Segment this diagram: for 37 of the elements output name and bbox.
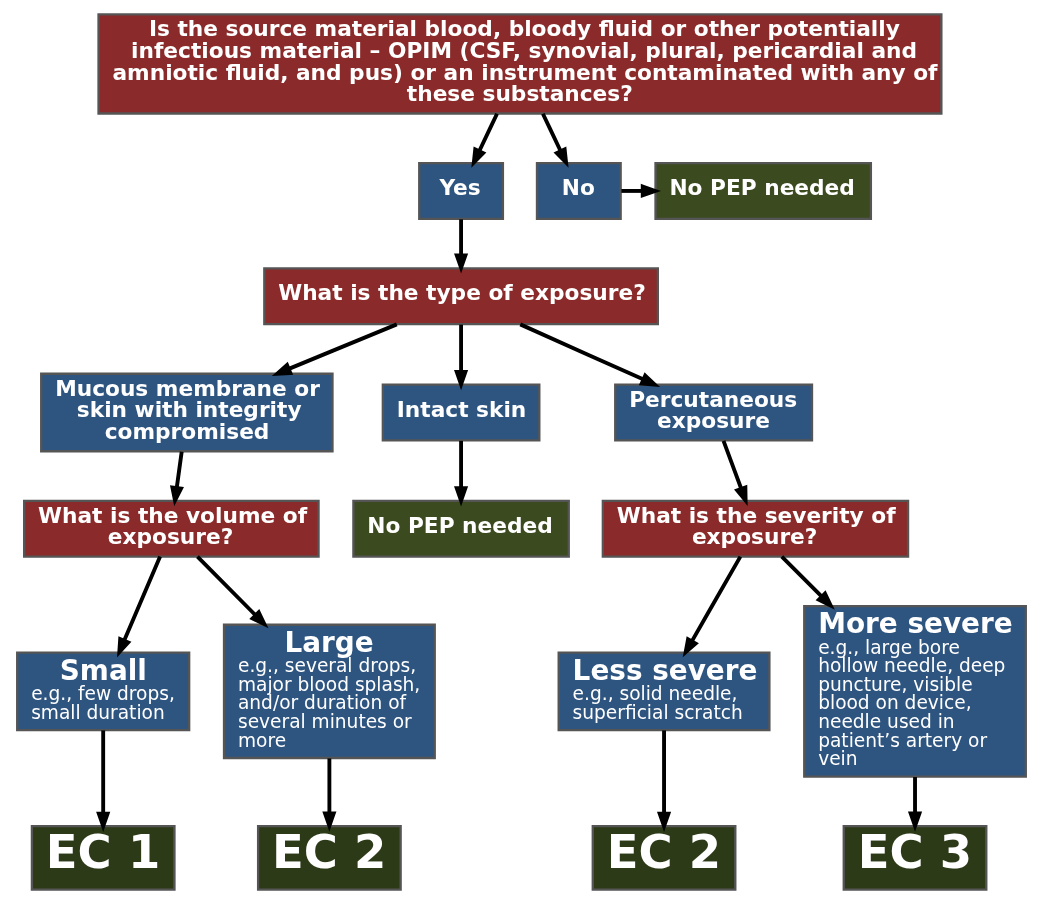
node-box: Large e.g., several drops, major blood splash, and/or duration of several minutes or more bbox=[222, 623, 436, 760]
node-box: Intact skin bbox=[381, 383, 540, 442]
arrow bbox=[620, 183, 661, 198]
node-box: EC 2 bbox=[591, 825, 736, 891]
node-box: No bbox=[535, 161, 622, 220]
arrow bbox=[195, 555, 268, 629]
node-box: No PEP needed bbox=[653, 161, 872, 220]
node-box: Mucous membrane or skin with integrity compromised bbox=[39, 372, 334, 453]
node-box: EC 1 bbox=[30, 825, 176, 891]
arrow bbox=[453, 219, 468, 274]
arrow bbox=[271, 322, 397, 376]
arrow bbox=[321, 758, 336, 832]
node-box: Yes bbox=[417, 161, 504, 220]
node-box: What is the severity of exposure? bbox=[601, 499, 909, 558]
arrow bbox=[540, 112, 569, 168]
arrow bbox=[95, 730, 110, 832]
node-box: EC 2 bbox=[256, 825, 402, 891]
arrow bbox=[779, 555, 835, 610]
arrow bbox=[470, 112, 499, 168]
arrow bbox=[116, 555, 162, 658]
arrow bbox=[682, 555, 742, 658]
arrow bbox=[656, 730, 671, 832]
node-box: EC 3 bbox=[842, 825, 987, 891]
arrow bbox=[907, 777, 922, 832]
arrow bbox=[721, 440, 748, 506]
node-box: Small e.g., few drops, small duration bbox=[15, 651, 190, 732]
node-box: Is the source material blood, bloody fluid or other potentially infectious material – OPIM (CSF, synovial, plural, pericardial and amniotic fluid, and pus) or an instrument contaminated with any of these substances? bbox=[96, 13, 942, 115]
arrow bbox=[453, 324, 468, 391]
node-box: What is the volume of exposure? bbox=[22, 499, 320, 558]
node-box: What is the type of exposure? bbox=[262, 267, 659, 326]
node-box: More severe e.g., large bore hollow needle, deep puncture, visible blood on device, needle used in patient’s artery or vein bbox=[802, 605, 1027, 778]
arrow bbox=[453, 440, 468, 507]
node-box: Less severe e.g., solid needle, superficial scratch bbox=[557, 651, 771, 732]
node-box: Percutaneous exposure bbox=[613, 383, 813, 442]
node-box: No PEP needed bbox=[351, 499, 570, 558]
arrow bbox=[519, 322, 660, 387]
arrow bbox=[169, 451, 184, 507]
